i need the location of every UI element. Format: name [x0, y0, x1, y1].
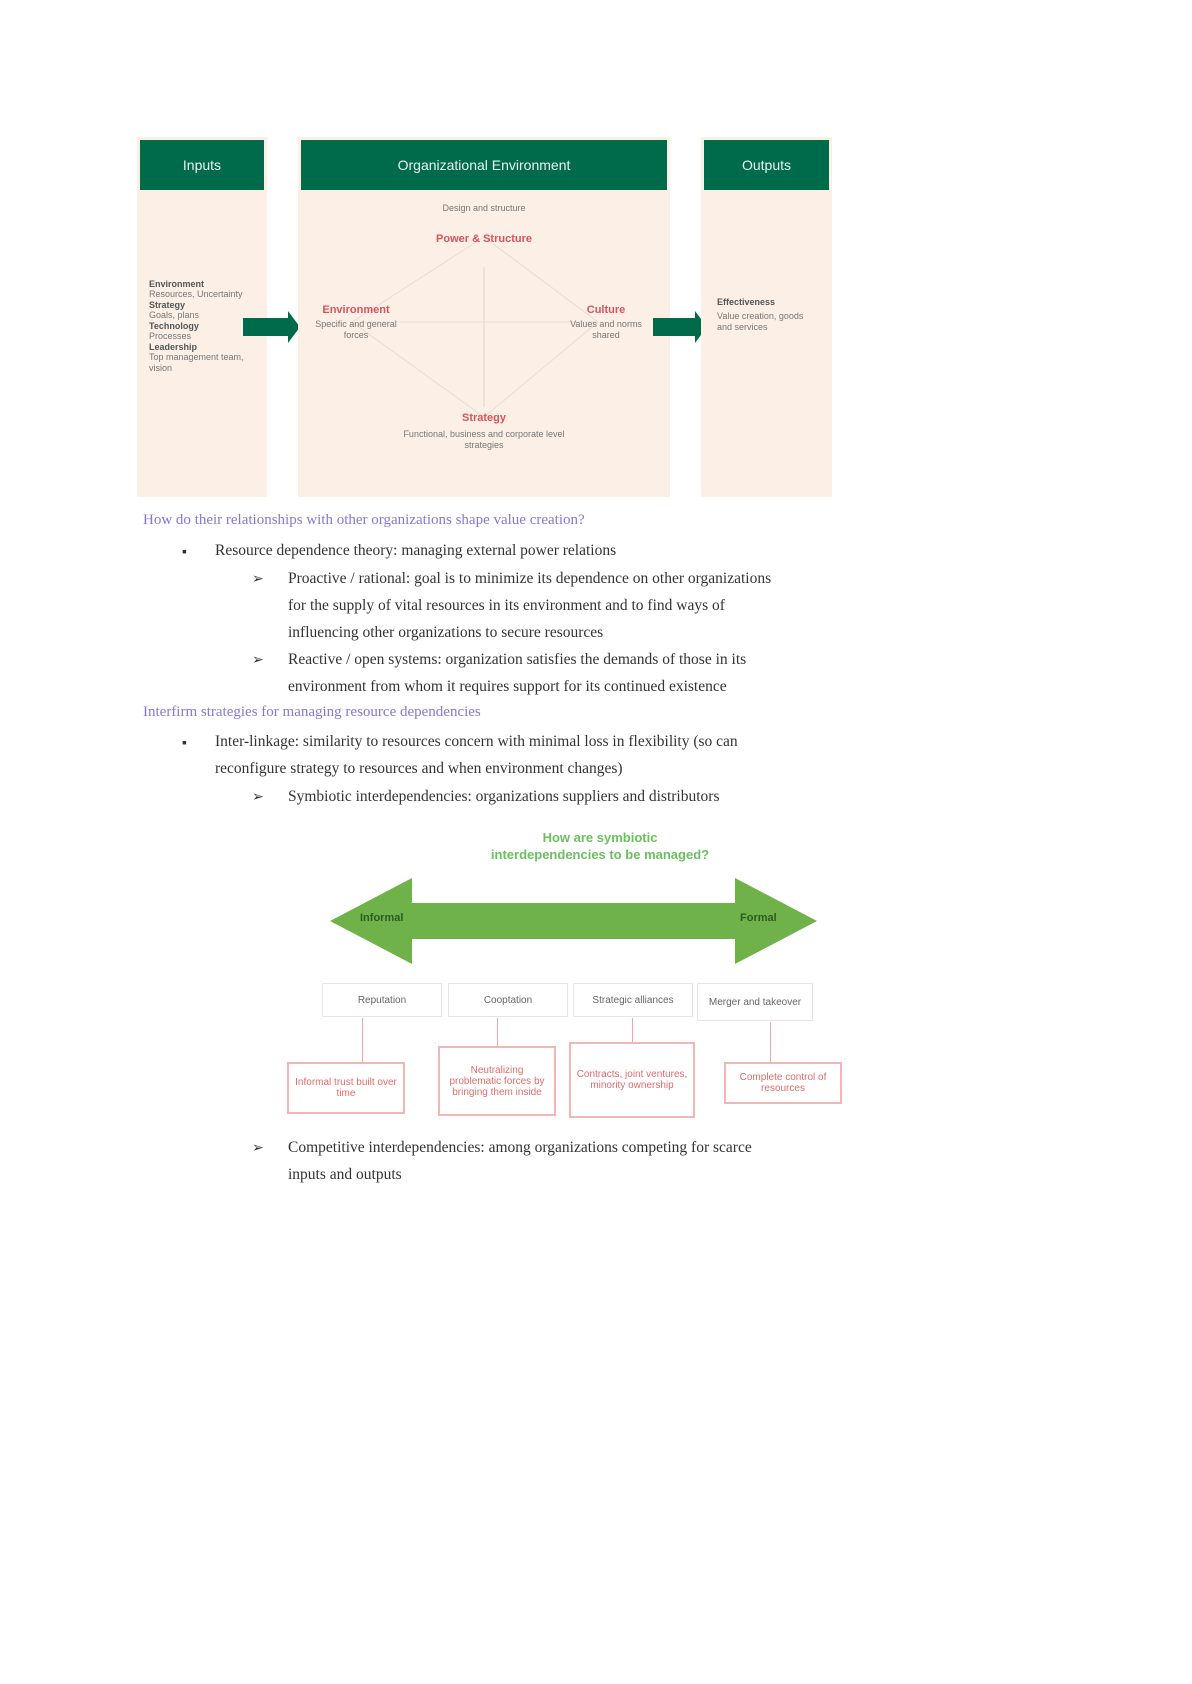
arrow-right-icon: [243, 311, 300, 343]
bullet-text: Inter-linkage: similarity to resources c…: [215, 733, 738, 750]
bullet-text: Resource dependence theory: managing ext…: [215, 542, 617, 559]
bullet-text: for the supply of vital resources in its…: [288, 597, 725, 614]
top-label: Power & Structure: [436, 233, 532, 245]
arrow-right-icon: [653, 311, 707, 343]
bullet: ▪: [182, 543, 187, 559]
bullet-text: Competitive interdependencies: among org…: [288, 1139, 752, 1156]
inputs-column: Inputs Environment Resources, Uncertaint…: [137, 137, 267, 497]
input-items: Goals, plans: [149, 310, 200, 320]
bullet-arrow: ➢: [252, 570, 264, 586]
mechanism-box: Strategic alliances: [573, 983, 693, 1017]
informal-label: Informal: [360, 912, 404, 924]
bullet-text: Symbiotic interdependencies: organizatio…: [288, 788, 720, 805]
input-items: Resources, Uncertainty: [149, 289, 243, 299]
bullet-text: inputs and outputs: [288, 1166, 402, 1183]
bullet: ▪: [182, 734, 187, 750]
left-caption: Specific and general forces: [315, 319, 397, 340]
connector: [362, 1018, 363, 1062]
center-column: Organizational Environment Design and st…: [298, 137, 670, 497]
note-box: Informal trust built over time: [287, 1062, 405, 1114]
bullet-arrow: ➢: [252, 1139, 264, 1155]
left-label: Environment: [322, 304, 390, 316]
inputs-header: Inputs: [140, 140, 264, 190]
heading-value-creation: How do their relationships with other or…: [143, 512, 585, 528]
mechanism-box: Cooptation: [448, 983, 568, 1017]
center-header: Organizational Environment: [301, 140, 667, 190]
note-box: Contracts, joint ventures, minority owne…: [569, 1042, 695, 1118]
title-line: How are symbiotic: [542, 830, 658, 845]
connector: [497, 1018, 498, 1046]
heading-interfirm-strategies: Interfirm strategies for managing resour…: [143, 704, 481, 720]
input-items: Top management team, vision: [149, 352, 244, 373]
diamond-lines: [351, 236, 599, 418]
title-line: interdependencies to be managed?: [490, 847, 710, 862]
inputs-list: Environment Resources, Uncertainty Strat…: [149, 279, 261, 374]
input-items: Processes: [149, 331, 192, 341]
bullet-text: Proactive / rational: goal is to minimiz…: [288, 570, 772, 587]
mechanism-box: Merger and takeover: [697, 983, 813, 1021]
outputs-items: Value creation, goods and services: [717, 311, 804, 332]
note-box: Neutralizing problematic forces by bring…: [438, 1046, 556, 1116]
double-arrow-icon: [330, 878, 817, 964]
input-label: Leadership: [149, 342, 198, 352]
connector: [632, 1018, 633, 1042]
note-box: Complete control of resources: [724, 1062, 842, 1104]
bullet-text: influencing other organizations to secur…: [288, 624, 604, 641]
bullet-arrow: ➢: [252, 651, 264, 667]
connector: [770, 1022, 771, 1062]
input-label: Strategy: [149, 300, 186, 310]
top-caption: Design and structure: [442, 203, 526, 213]
right-label: Culture: [586, 304, 626, 316]
bullet-text: reconfigure strategy to resources and wh…: [215, 760, 623, 777]
input-label: Environment: [149, 279, 205, 289]
input-label: Technology: [149, 321, 199, 331]
bottom-label: Strategy: [461, 412, 507, 424]
diagram2-title: How are symbiotic interdependencies to b…: [430, 829, 770, 863]
bullet-text: environment from whom it requires suppor…: [288, 678, 727, 695]
bottom-caption: Functional, business and corporate level…: [403, 429, 565, 450]
outputs-label: Effectiveness: [717, 297, 776, 307]
right-caption: Values and norms shared: [570, 319, 642, 340]
bullet-text: Reactive / open systems: organization sa…: [288, 651, 747, 668]
formal-label: Formal: [740, 912, 777, 924]
outputs-column: Outputs Effectiveness Value creation, go…: [701, 137, 832, 497]
outputs-header: Outputs: [704, 140, 829, 190]
bullet-arrow: ➢: [252, 788, 264, 804]
mechanism-box: Reputation: [322, 983, 442, 1017]
